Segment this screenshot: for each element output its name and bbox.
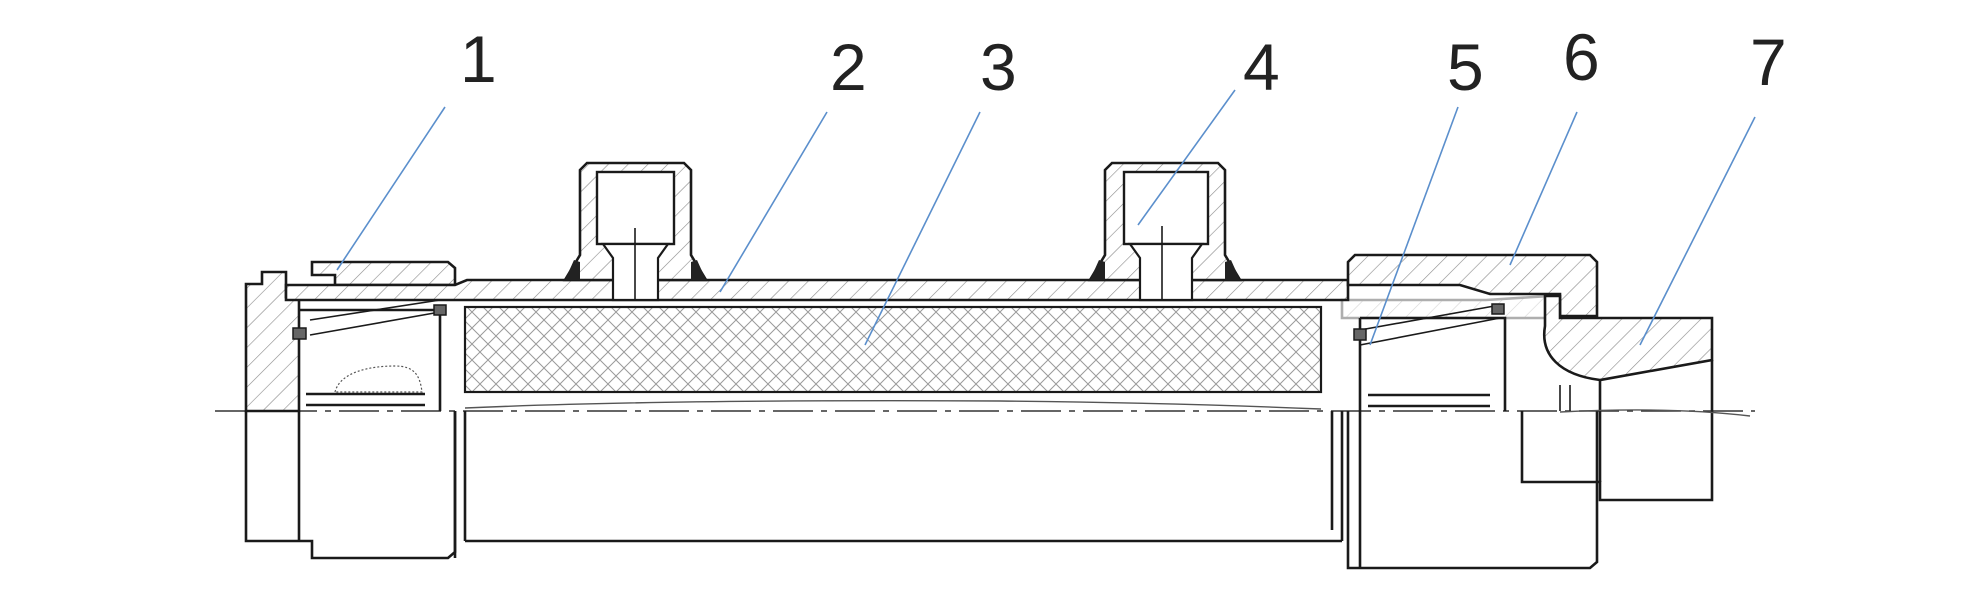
filter-core [463,305,1323,410]
leader-line-4 [1137,89,1236,226]
callout-5: 5 [1447,30,1484,104]
outlet-coupling [1520,294,1751,502]
leader-line-7 [1639,116,1756,346]
callout-2: 2 [830,30,867,104]
right-port-fitting [1087,161,1243,302]
housing-tube [284,278,1350,558]
callout-labels: 1 2 3 4 5 6 7 [460,20,1787,104]
right-end-cap [1340,253,1599,570]
leader-line-1 [336,106,446,271]
callout-3: 3 [980,30,1017,104]
callout-6: 6 [1563,20,1600,94]
leader-lines [336,89,1756,346]
leader-line-2 [719,111,828,293]
leader-line-5 [1369,106,1459,346]
left-port-fitting [562,161,709,302]
left-end-cap [244,260,457,560]
leader-line-6 [1509,111,1578,266]
callout-1: 1 [460,22,497,96]
callout-7: 7 [1750,25,1787,99]
leader-line-3 [864,111,981,346]
callout-4: 4 [1243,30,1280,104]
